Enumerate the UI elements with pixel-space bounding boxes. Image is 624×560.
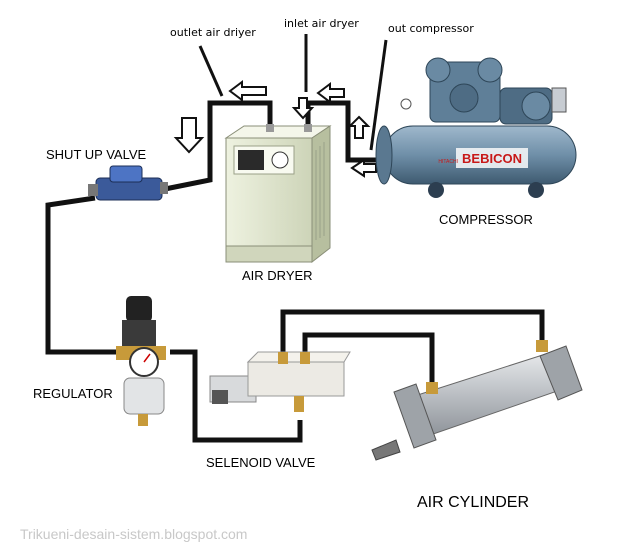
air-dryer[interactable] [226, 124, 330, 262]
compressor-maker: HITACHI [438, 159, 458, 165]
watermark: Trikueni-desain-sistem.blogspot.com [20, 526, 247, 542]
label-shut-up-valve: SHUT UP VALVE [46, 147, 146, 162]
arrow-left-icon [318, 84, 344, 102]
compressor[interactable]: BEBICON HITACHI [376, 58, 576, 198]
label-out-compressor: out compressor [388, 22, 474, 35]
compressor-brand: BEBICON [462, 151, 522, 166]
label-selenoid-valve: SELENOID VALVE [206, 455, 315, 470]
hose-valve-to-regulator [48, 198, 118, 352]
shut-up-valve[interactable] [88, 166, 168, 200]
label-regulator: REGULATOR [33, 386, 113, 401]
label-compressor: COMPRESSOR [439, 212, 533, 227]
regulator[interactable] [116, 296, 166, 426]
arrow-up-icon [350, 117, 368, 138]
label-outlet-air-dryer: outlet air driyer [170, 26, 256, 39]
label-air-cylinder: AIR CYLINDER [417, 494, 529, 512]
arrow-down-icon [176, 118, 202, 152]
label-air-dryer: AIR DRYER [242, 268, 313, 283]
air-cylinder[interactable] [372, 340, 582, 460]
solenoid-valve[interactable] [210, 352, 350, 412]
arrow-left-icon [230, 82, 266, 100]
label-inlet-air-dryer: inlet air dryer [284, 17, 359, 30]
